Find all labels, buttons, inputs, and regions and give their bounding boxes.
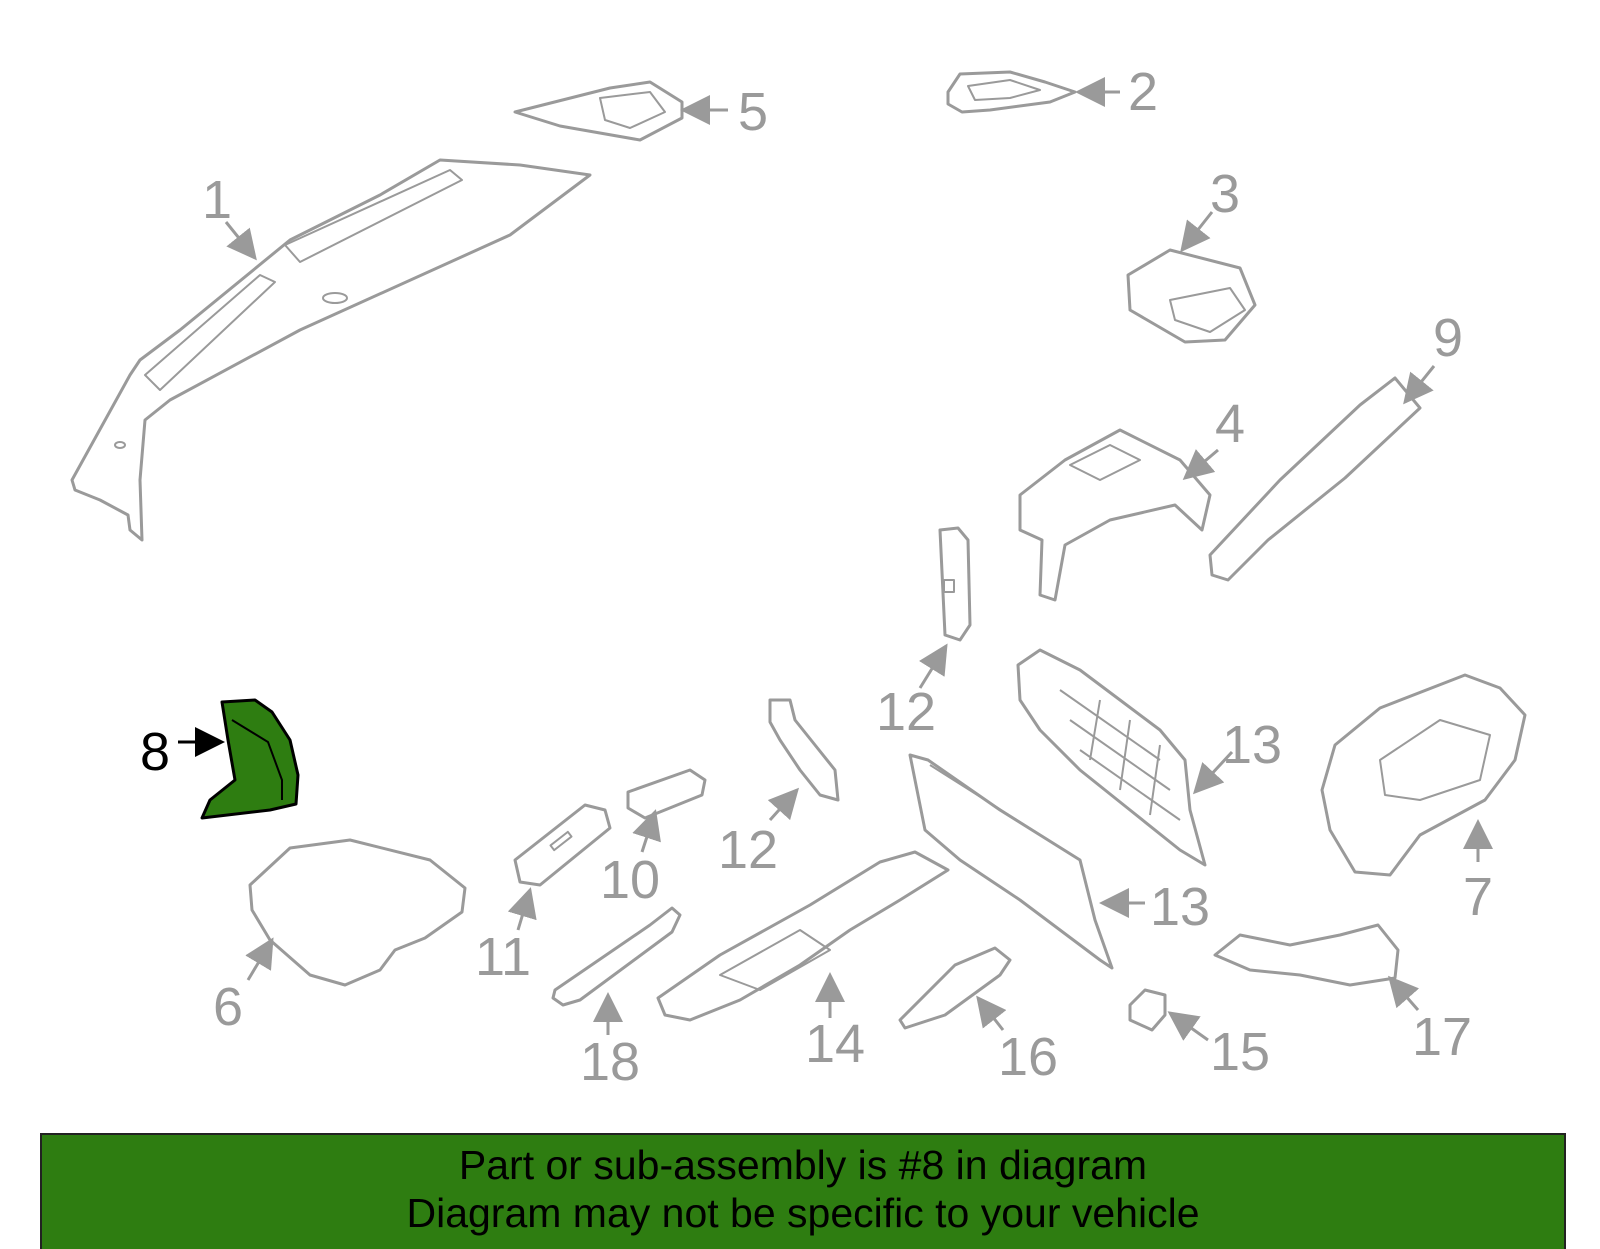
- part-8-highlighted[interactable]: [200, 698, 300, 820]
- arrow-1: [224, 221, 257, 261]
- callout-13a[interactable]: 13: [1222, 715, 1282, 775]
- callout-12a[interactable]: 12: [876, 682, 936, 742]
- arrow-13a: [1192, 750, 1234, 795]
- part-7-cluster[interactable]: [1320, 673, 1527, 877]
- part-5[interactable]: [513, 80, 684, 142]
- callout-7[interactable]: 7: [1463, 867, 1493, 927]
- part-6-pad[interactable]: [248, 838, 467, 987]
- part-18-rail[interactable]: [551, 906, 682, 1007]
- arrow-4: [1182, 448, 1219, 480]
- callout-1[interactable]: 1: [202, 170, 232, 230]
- callout-18[interactable]: 18: [580, 1032, 640, 1092]
- callout-6[interactable]: 6: [213, 977, 243, 1037]
- callout-13b[interactable]: 13: [1150, 877, 1210, 937]
- part-10[interactable]: [626, 768, 707, 820]
- part-16[interactable]: [898, 946, 1012, 1030]
- arrow-12b: [767, 787, 800, 822]
- part-2[interactable]: [946, 70, 1077, 114]
- banner-line-1: Part or sub-assembly is #8 in diagram: [458, 1142, 1148, 1188]
- info-banner: Part or sub-assembly is #8 in diagram Di…: [40, 1133, 1566, 1249]
- parts-diagram: 1 5 2 3 9 4 12 12: [70, 62, 1527, 1092]
- part-4-bracket[interactable]: [1018, 428, 1212, 602]
- part-12-upper[interactable]: [938, 526, 972, 642]
- callout-11[interactable]: 11: [475, 927, 531, 987]
- callout-15[interactable]: 15: [1210, 1022, 1270, 1082]
- callout-3[interactable]: 3: [1210, 164, 1240, 224]
- part-12-lower[interactable]: [768, 698, 840, 802]
- callout-16[interactable]: 16: [998, 1027, 1058, 1087]
- callout-12b[interactable]: 12: [718, 820, 778, 880]
- part-3-vent[interactable]: [1126, 248, 1257, 344]
- part-17-duct[interactable]: [1213, 923, 1400, 987]
- callout-2[interactable]: 2: [1128, 62, 1158, 122]
- part-13-upper[interactable]: [1016, 648, 1207, 867]
- callout-9[interactable]: 9: [1433, 308, 1463, 368]
- arrow-17: [1388, 975, 1420, 1011]
- arrow-3: [1180, 211, 1214, 253]
- arrow-11: [507, 887, 537, 931]
- arrow-15: [1167, 1011, 1209, 1042]
- callout-8[interactable]: 8: [140, 722, 170, 782]
- arrow-6: [245, 937, 274, 981]
- callout-17[interactable]: 17: [1412, 1007, 1472, 1067]
- arrow-12a: [918, 643, 948, 689]
- callout-10[interactable]: 10: [600, 850, 660, 910]
- part-14-lower-panel[interactable]: [656, 850, 950, 1022]
- arrow-16: [976, 995, 1007, 1031]
- arrow-10: [632, 809, 661, 853]
- part-15-clip[interactable]: [1128, 988, 1167, 1032]
- arrow-9: [1403, 365, 1436, 405]
- part-13-lower[interactable]: [908, 753, 1114, 970]
- callout-14[interactable]: 14: [805, 1014, 865, 1074]
- part-1-dash-panel[interactable]: [70, 158, 592, 542]
- part-9-trim[interactable]: [1208, 376, 1422, 582]
- part-11[interactable]: [513, 803, 612, 887]
- callout-5[interactable]: 5: [738, 82, 768, 142]
- callout-4[interactable]: 4: [1215, 394, 1245, 454]
- banner-line-2: Diagram may not be specific to your vehi…: [406, 1190, 1200, 1236]
